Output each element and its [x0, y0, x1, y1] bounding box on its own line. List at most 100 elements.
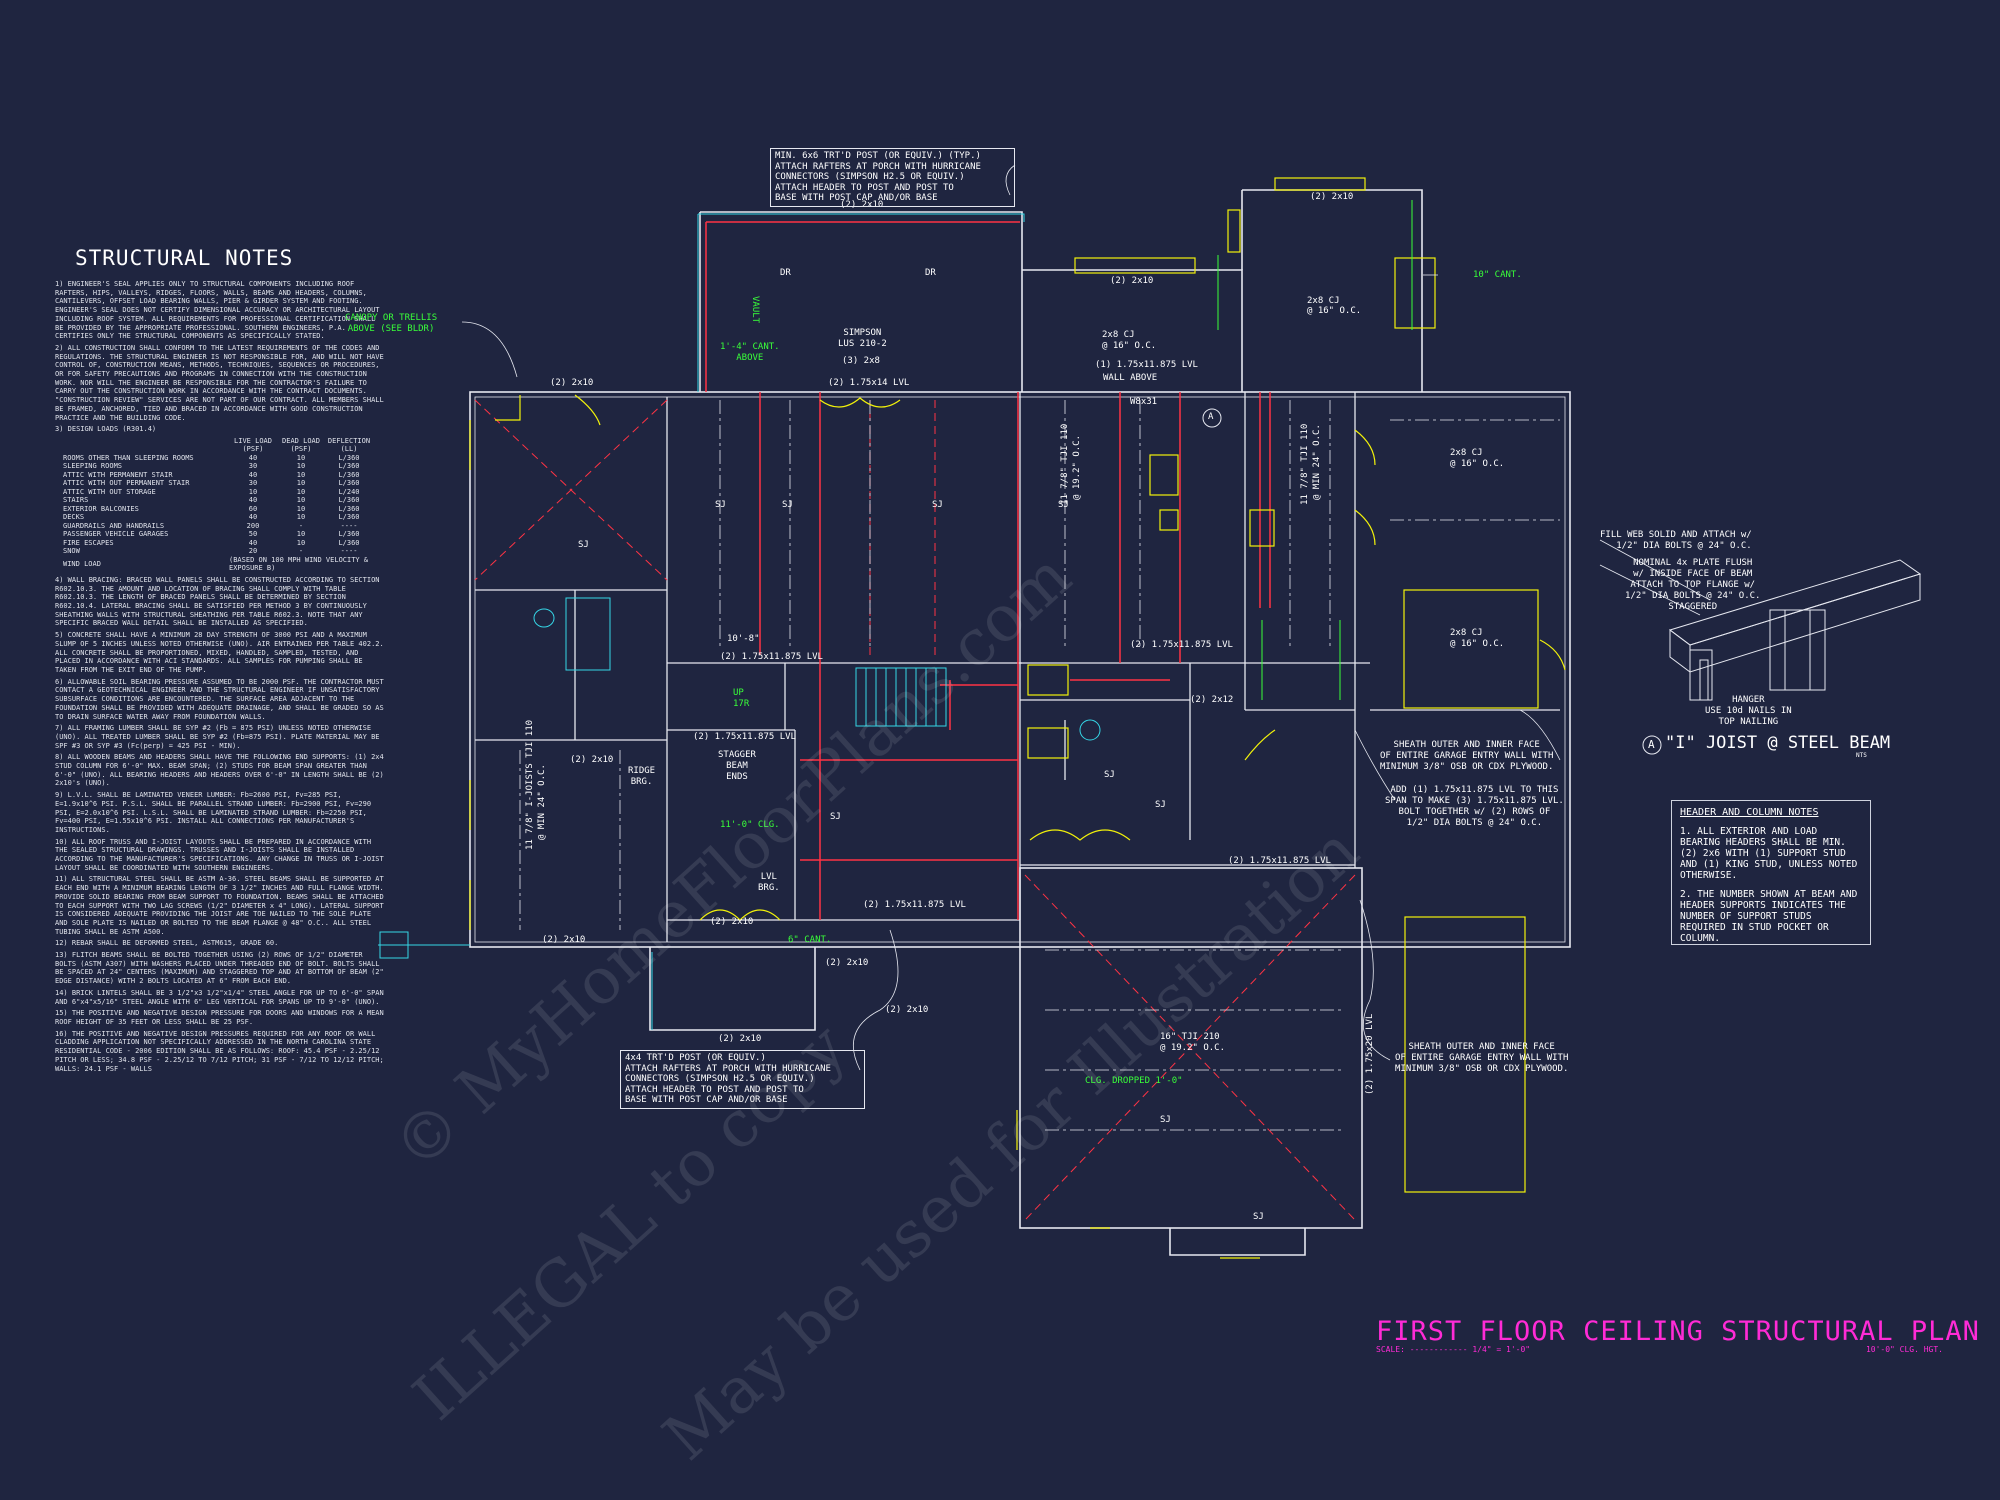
cantilever-note: 1'-4" CANT. ABOVE: [720, 342, 780, 364]
beams: [705, 221, 1271, 920]
ridge-brg-note: RIDGE BRG.: [628, 766, 655, 788]
callout-line: SHEATH OUTER AND INNER FACE: [1393, 740, 1540, 750]
fixtures: [469, 177, 1566, 1259]
plan-label: 16" TJI 210: [1160, 1032, 1220, 1042]
load-cell: L/360: [338, 513, 360, 522]
callout-line: ATTACH HEADER TO POST AND POST TO: [625, 1084, 804, 1095]
plan-label: (2) 2x10: [885, 1005, 929, 1015]
load-cell: SLEEPING ROOMS: [63, 462, 123, 471]
plan-label: SJ: [715, 500, 726, 510]
plan-label: W8x31: [1130, 397, 1158, 407]
load-cell: -: [298, 521, 304, 530]
load-cell: DECKS: [63, 513, 85, 522]
note-10: 10) ALL ROOF TRUSS AND I-JOIST LAYOUTS S…: [55, 837, 384, 872]
load-cell: PASSENGER VEHICLE GARAGES: [63, 530, 169, 539]
detail-nts: NTS: [1856, 752, 1867, 759]
plan-label: 2x8 CJ: [1450, 628, 1483, 638]
note-5: 5) CONCRETE SHALL HAVE A MINIMUM 28 DAY …: [55, 631, 384, 674]
callout-line: ATTACH TO TOP FLANGE w/: [1630, 580, 1756, 590]
plan-label: (2) 2x10: [718, 1034, 762, 1044]
loads-header: LIVE LOAD (PSF): [234, 436, 272, 454]
plan-label: 10'-8": [727, 634, 760, 644]
plan-label: @ 19.2" O.C.: [1160, 1043, 1226, 1053]
stagger-note: STAGGER BEAM ENDS: [718, 750, 756, 783]
callout-line: SHEATH OUTER AND INNER FACE: [1408, 1042, 1555, 1052]
plan-label: 11 7/8" TJI 110: [1300, 423, 1310, 505]
structural-notes: 1) ENGINEER'S SEAL APPLIES ONLY TO STRUC…: [55, 280, 385, 1076]
callout-line: TOP NAILING: [1718, 717, 1779, 727]
note-16: 16) THE POSITIVE AND NEGATIVE DESIGN PRE…: [55, 1029, 384, 1073]
callout-line: 1'-4" CANT.: [720, 342, 780, 352]
plan-label: (1) 1.75x11.875 LVL: [1095, 360, 1198, 370]
header-column-notes: HEADER AND COLUMN NOTES 1. ALL EXTERIOR …: [1671, 800, 1871, 945]
plan-label: (2) 2x10: [825, 958, 869, 968]
load-cell: L/360: [338, 470, 360, 479]
plan-label: @ 16" O.C.: [1102, 341, 1157, 351]
callout-line: ABOVE: [736, 353, 764, 363]
load-cell: STAIRS: [63, 496, 89, 505]
callout-line: ABOVE (SEE BLDR): [347, 324, 435, 334]
loads-header: DEAD LOAD (PSF): [282, 436, 320, 454]
detail-label: NOMINAL 4x PLATE FLUSH w/ INSIDE FACE OF…: [1625, 558, 1760, 613]
callout-line: ATTACH HEADER TO POST AND POST TO: [775, 182, 954, 193]
plan-label: (2) 2x10: [542, 935, 586, 945]
note-2: 2) ALL CONSTRUCTION SHALL CONFORM TO THE…: [55, 343, 384, 422]
callout-line: LVL: [760, 872, 777, 882]
load-cell: 40: [248, 538, 258, 547]
callout-line: RIDGE: [628, 766, 656, 776]
loads-header-row: LIVE LOAD (PSF) DEAD LOAD (PSF) DEFLECTI…: [63, 437, 373, 454]
porch-post-callout: MIN. 6x6 TRT'D POST (OR EQUIV.) (TYP.) A…: [770, 148, 1015, 207]
load-cell: 40: [248, 513, 258, 522]
detail-label: HANGER USE 10d NAILS IN TOP NAILING: [1705, 695, 1792, 728]
stair: [533, 597, 1101, 741]
callout-line: 17R: [733, 699, 750, 709]
plan-label: (2) 2x10: [1310, 192, 1354, 202]
note-13: 13) FLITCH BEAMS SHALL BE BOLTED TOGETHE…: [55, 951, 384, 986]
load-cell: 60: [248, 504, 258, 513]
plan-label: (2) 1.75x11.875 LVL: [1228, 856, 1331, 866]
callout-line: STAGGERED: [1668, 602, 1718, 612]
section-marker-plan: [1202, 408, 1222, 428]
plan-label: SJ: [1253, 1212, 1264, 1222]
load-cell: L/360: [338, 479, 360, 488]
dashed-beams: [474, 399, 1356, 1221]
plan-label: SJ: [1058, 500, 1069, 510]
callout-line: 1/2" DIA BOLTS @ 24" O.C.: [1625, 591, 1761, 601]
canopy-note: CANOPY OR TRELLIS ABOVE (SEE BLDR): [345, 313, 437, 335]
ceiling-height: 10'-0" CLG. HGT.: [1865, 1345, 1943, 1354]
plan-label: (2) 1.75x20 LVL: [1365, 1013, 1375, 1095]
callout-line: BRG.: [758, 883, 780, 893]
plan-label: (2) 1.75x11.875 LVL: [863, 900, 966, 910]
cantilever-note: 10" CANT.: [1473, 270, 1522, 280]
plan-label: (2) 2x10: [550, 378, 594, 388]
plan-label: SJ: [782, 500, 793, 510]
load-cell: 30: [248, 462, 258, 471]
load-cell: 10: [296, 513, 306, 522]
plan-label: (2) 2x10: [840, 200, 884, 210]
plan-label: 11 7/8" TJI 110: [1060, 423, 1070, 505]
load-cell: 20: [248, 547, 258, 556]
scale-label: SCALE: ------------ 1/4" = 1'-0": [1376, 1345, 1531, 1354]
plan-label: @ MIN 24" O.C.: [1312, 424, 1322, 500]
load-cell: 10: [296, 470, 306, 479]
green-accents: [1217, 200, 1413, 700]
plan-label: (2) 1.75x11.875 LVL: [1130, 640, 1233, 650]
cantilever-note: 6" CANT.: [788, 935, 832, 945]
load-cell: ATTIC WITH OUT STORAGE: [63, 487, 156, 496]
load-cell: 50: [248, 530, 258, 539]
load-cell: 10: [296, 487, 306, 496]
plan-label: @ 16" O.C.: [1307, 306, 1362, 316]
load-cell: L/360: [338, 453, 360, 462]
header-column-note: 2. THE NUMBER SHOWN AT BEAM AND HEADER S…: [1680, 889, 1858, 944]
load-cell: 200: [246, 521, 260, 530]
stair-up-note: UP 17R: [733, 688, 749, 710]
